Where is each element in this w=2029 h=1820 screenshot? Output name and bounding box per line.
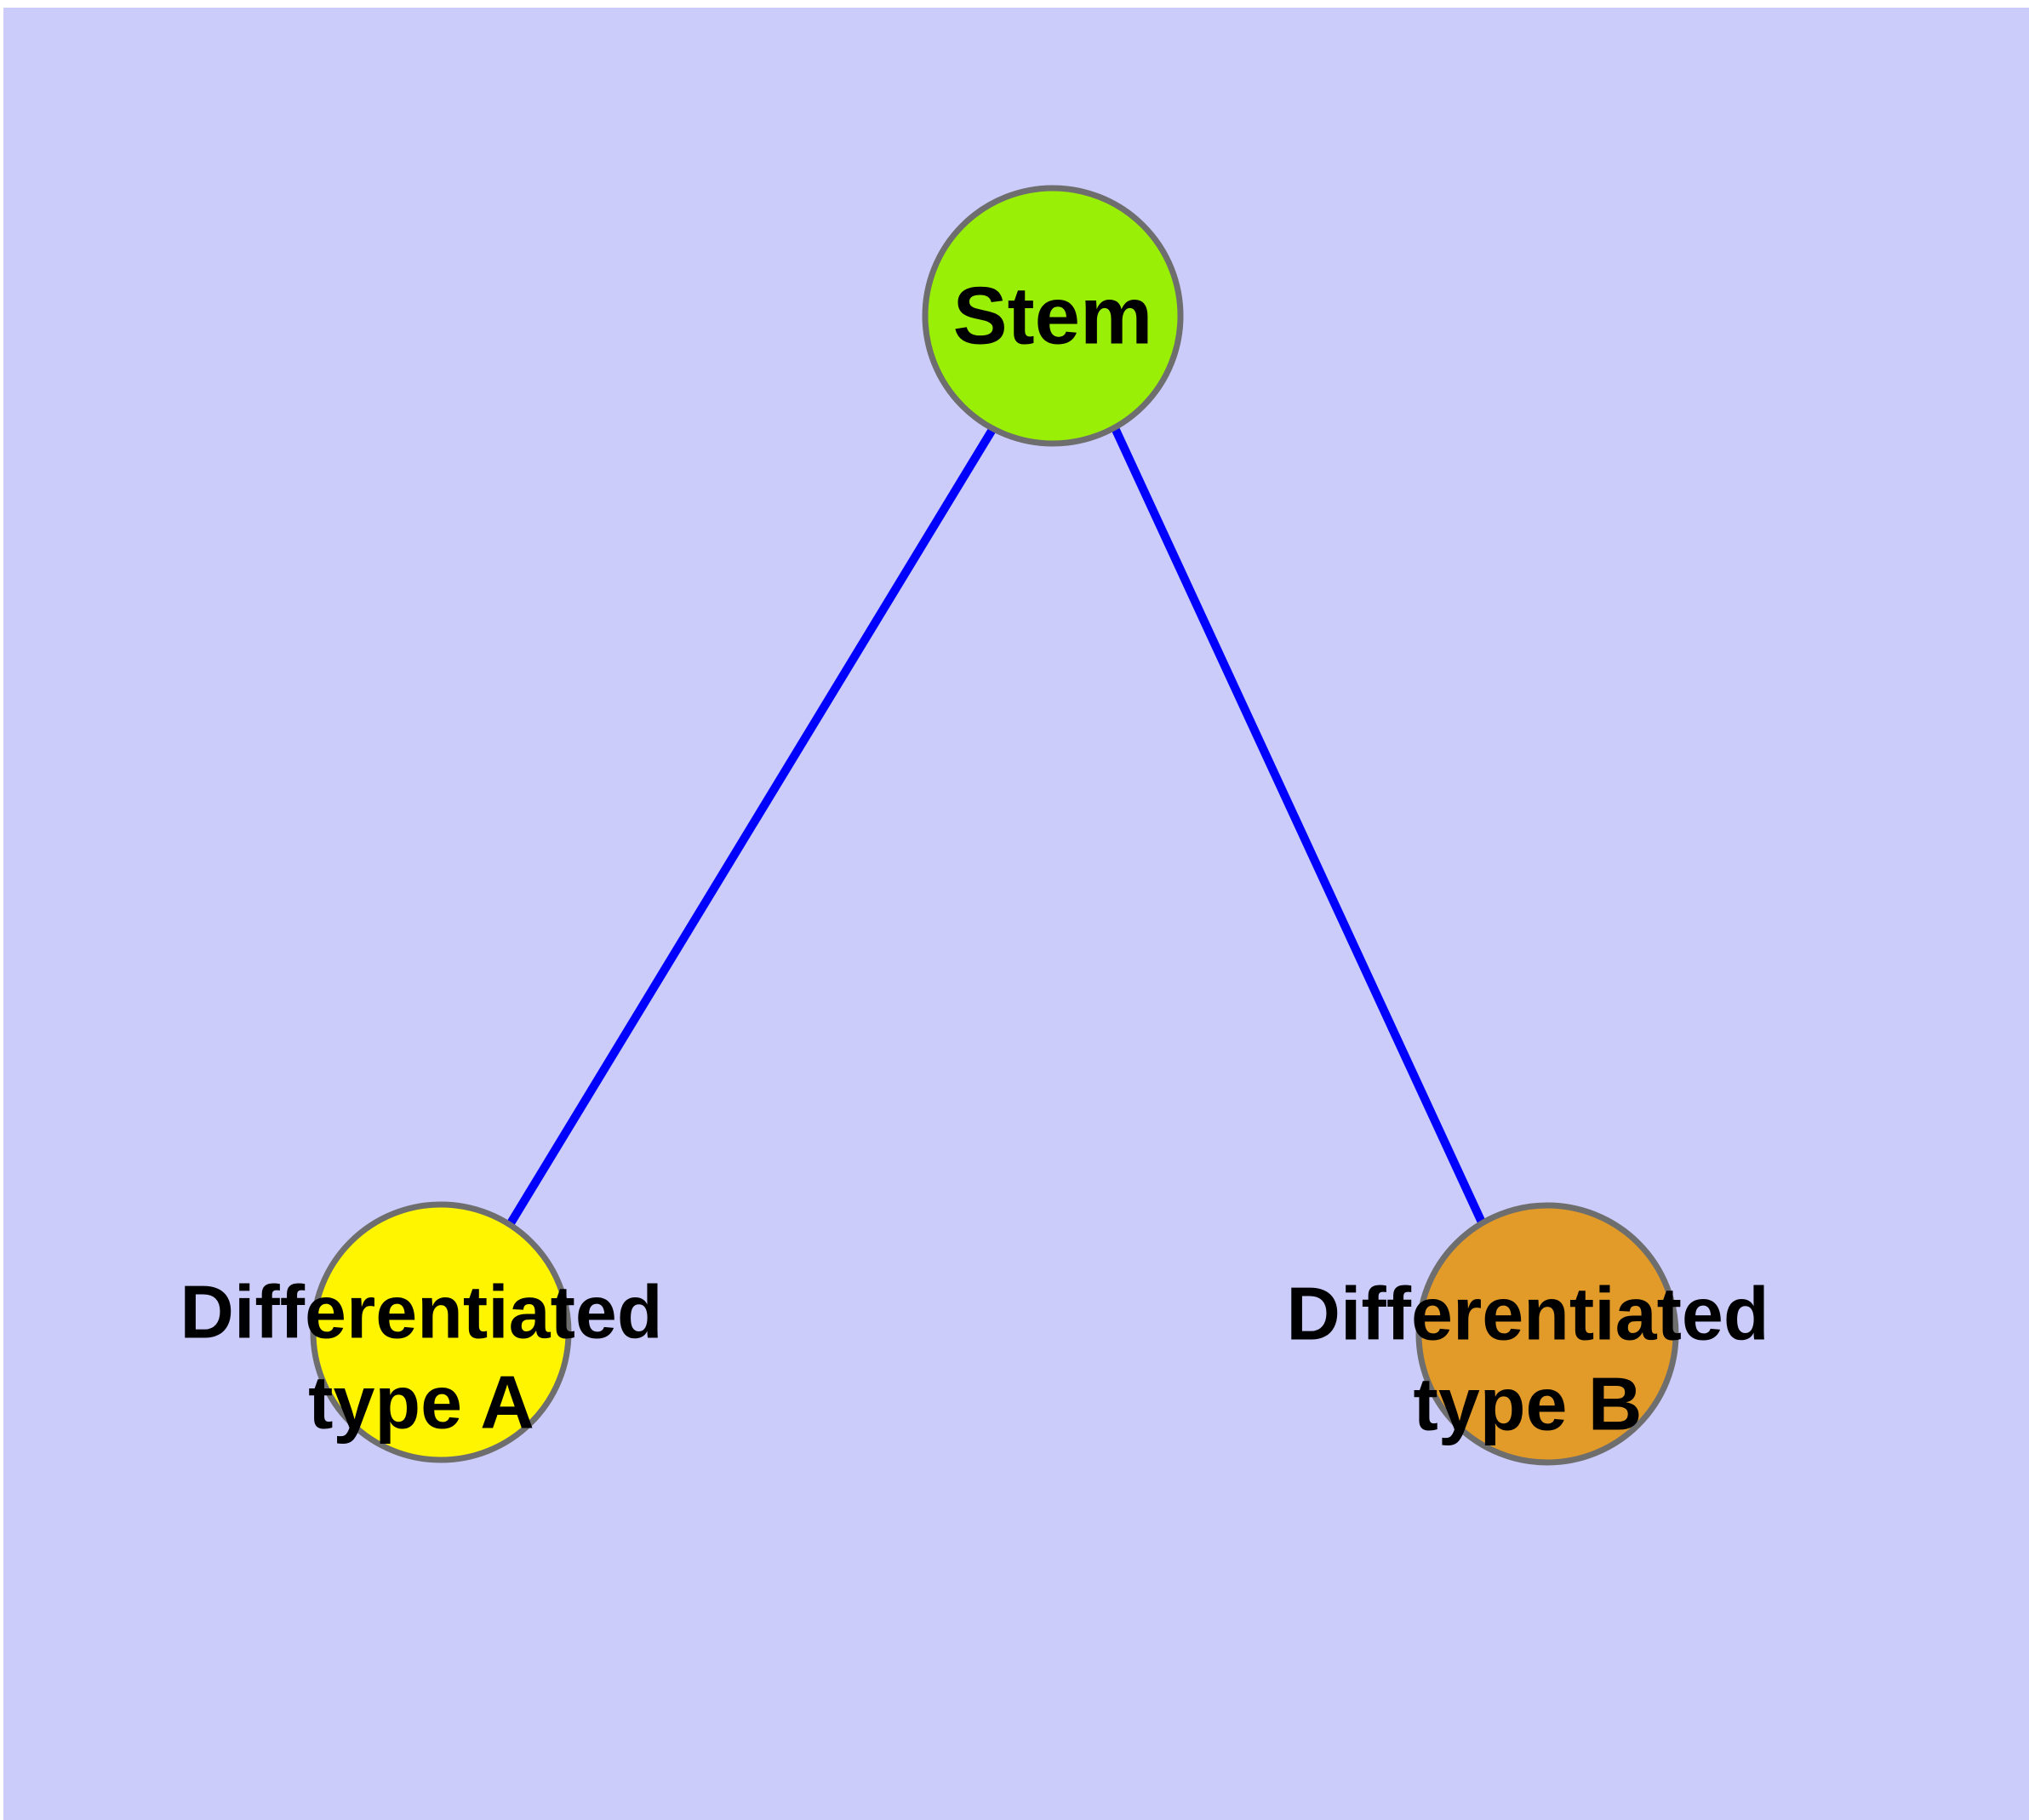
node-differentiated-type-a[interactable] [310, 1201, 572, 1463]
node-stem[interactable] [922, 185, 1184, 447]
node-label-differentiated-type-b-line2: type B [1414, 1361, 1643, 1445]
node-layer [310, 185, 1679, 1466]
node-label-differentiated-type-a-line1: Differentiated [180, 1269, 662, 1354]
node-differentiated-type-b[interactable] [1415, 1202, 1679, 1466]
edge-stem-to-differentiated-type-b[interactable] [1112, 427, 1487, 1227]
edge-stem-to-differentiated-type-a[interactable] [506, 426, 997, 1226]
node-label-differentiated-type-b-line1: Differentiated [1286, 1271, 1769, 1355]
node-label-differentiated-type-a-line2: type A [308, 1359, 534, 1444]
edge-layer [506, 426, 1487, 1227]
node-label-layer: Stem Differentiated type A Differentiate… [180, 270, 1769, 1445]
node-label-stem: Stem [953, 270, 1153, 361]
